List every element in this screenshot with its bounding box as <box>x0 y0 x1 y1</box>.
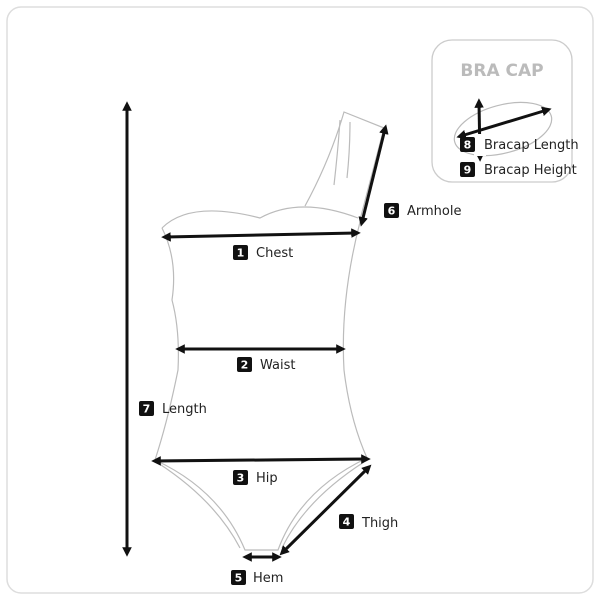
bracap-shape <box>453 101 553 157</box>
bracap-panel: BRA CAP 8 Bracap Length 9 Bracap Height <box>431 39 579 183</box>
svg-text:5: 5 <box>235 572 243 585</box>
armhole-arrow <box>358 124 389 227</box>
svg-text:9: 9 <box>464 164 472 177</box>
chest-arrow <box>161 228 361 242</box>
thigh-arrow <box>279 464 372 556</box>
badge-8 <box>460 137 475 152</box>
svg-text:6: 6 <box>388 205 396 218</box>
label-hip: 3 Hip <box>233 470 278 486</box>
label-bracap-height: Bracap Height <box>484 163 577 178</box>
svg-text:3: 3 <box>237 472 245 485</box>
svg-text:8: 8 <box>464 139 472 152</box>
svg-text:Thigh: Thigh <box>361 516 398 531</box>
svg-text:Chest: Chest <box>256 246 293 261</box>
svg-text:1: 1 <box>237 247 245 260</box>
badge-9 <box>460 162 475 177</box>
svg-text:4: 4 <box>343 516 351 529</box>
label-length: 7 Length <box>139 401 207 417</box>
svg-text:Waist: Waist <box>260 358 295 373</box>
hip-arrow <box>151 454 371 466</box>
label-waist: 2 Waist <box>237 357 295 373</box>
outer-frame <box>6 6 594 594</box>
svg-text:7: 7 <box>143 403 151 416</box>
label-bracap-length: Bracap Length <box>484 138 579 153</box>
label-armhole: 6 Armhole <box>384 203 461 219</box>
svg-text:Hip: Hip <box>256 471 278 486</box>
label-hem: 5 Hem <box>231 570 283 586</box>
svg-text:2: 2 <box>241 359 249 372</box>
svg-text:Hem: Hem <box>253 571 283 586</box>
svg-text:Length: Length <box>162 402 207 417</box>
bracap-length-arrow <box>456 106 552 140</box>
label-thigh: 4 Thigh <box>339 514 398 531</box>
svg-text:Armhole: Armhole <box>407 204 461 219</box>
label-chest: 1 Chest <box>233 245 293 261</box>
bracap-title: BRA CAP <box>460 61 543 81</box>
